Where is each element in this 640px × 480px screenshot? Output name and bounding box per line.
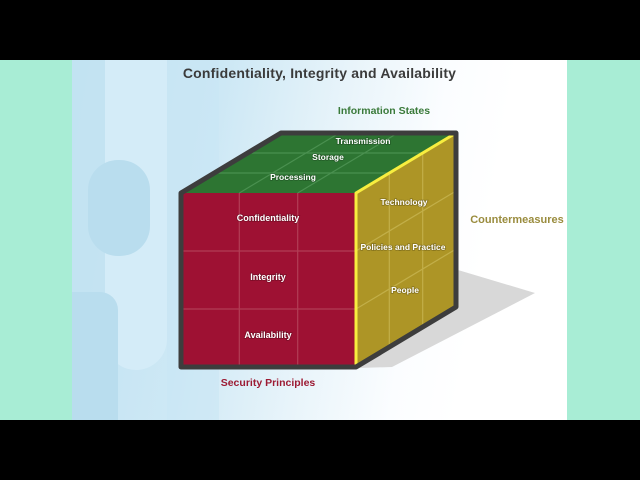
cube-face-right bbox=[356, 133, 456, 367]
slide-background: Confidentiality, Integrity and Availabil… bbox=[0, 60, 640, 420]
cube-grid-front bbox=[181, 193, 356, 367]
decorative-capsule bbox=[88, 160, 150, 256]
slide-title: Confidentiality, Integrity and Availabil… bbox=[182, 65, 457, 81]
cell-label-policies-and-practice: Policies and Practice bbox=[360, 242, 445, 252]
axis-label-security-principles: Security Principles bbox=[220, 377, 316, 389]
letterbox-top bbox=[0, 0, 640, 60]
cell-label-storage: Storage bbox=[312, 152, 344, 162]
axis-label-information-states: Information States bbox=[337, 105, 431, 117]
letterbox-bottom bbox=[0, 420, 640, 480]
cube-shadow bbox=[358, 270, 535, 368]
axis-label-countermeasures: Countermeasures bbox=[470, 214, 564, 226]
decorative-capsule bbox=[72, 292, 118, 420]
cell-label-integrity: Integrity bbox=[250, 272, 286, 282]
cube-grid-right bbox=[355, 153, 457, 347]
cell-label-confidentiality: Confidentiality bbox=[237, 213, 300, 223]
cube-face-top bbox=[181, 133, 456, 193]
cell-label-technology: Technology bbox=[380, 197, 427, 207]
cube-face-front bbox=[181, 193, 356, 367]
cell-label-processing: Processing bbox=[270, 172, 316, 182]
security-cube-diagram: Transmission Storage Processing Confiden… bbox=[178, 130, 535, 370]
cube-outline bbox=[178, 130, 459, 370]
slide-panel: Confidentiality, Integrity and Availabil… bbox=[72, 60, 567, 420]
cell-label-people: People bbox=[391, 285, 419, 295]
cell-label-transmission: Transmission bbox=[336, 136, 391, 146]
cell-label-availability: Availability bbox=[244, 330, 291, 340]
cube-grid-top bbox=[214, 132, 423, 194]
